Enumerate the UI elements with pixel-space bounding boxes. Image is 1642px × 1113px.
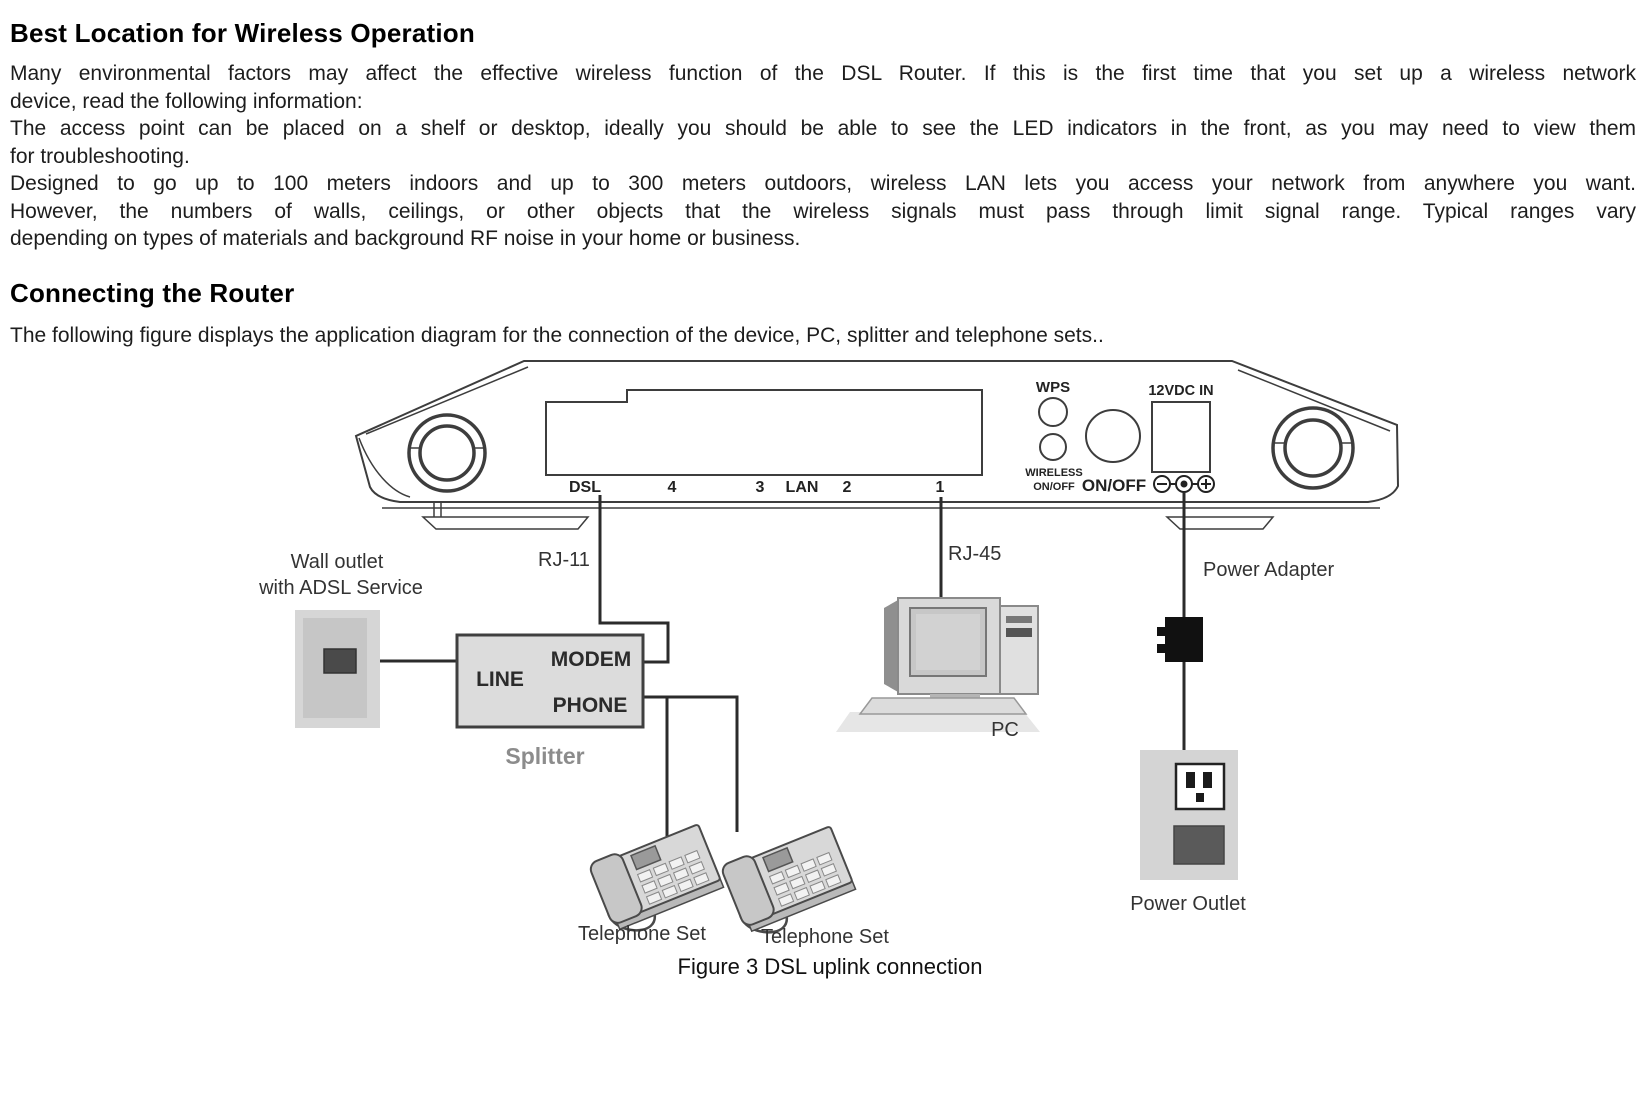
wireless-onoff-button: [1039, 433, 1067, 461]
router-top-right-edge: [1237, 369, 1391, 432]
splitter-line-port-label: LINE: [476, 668, 524, 691]
pc-illustration: [836, 597, 1040, 732]
port-label-2: 2: [843, 479, 852, 496]
power-outlet-label: Power Outlet: [1130, 893, 1246, 915]
router-right-foot: [1165, 516, 1275, 530]
power-outlet-illustration: [1140, 750, 1238, 880]
port-label-dsl: DSL: [569, 479, 601, 496]
paragraph-line: However, the numbers of walls, ceilings,…: [10, 199, 1636, 223]
paragraph-line: device, read the following information:: [10, 89, 363, 113]
phone-cable-right: [643, 695, 739, 832]
connection-diagram: DSL 4 3 LAN 2 1 WPS WIRELESS ON/OFF ON/O…: [258, 360, 1400, 979]
rj45-label: RJ-45: [948, 543, 1001, 565]
power-adapter-label: Power Adapter: [1203, 559, 1335, 581]
telephone-2-label: Telephone Set: [761, 926, 889, 948]
section-heading-connecting-router: Connecting the Router: [10, 278, 295, 308]
port-recess: [545, 389, 983, 476]
telephone-1-label: Telephone Set: [578, 923, 706, 945]
section-heading-best-location: Best Location for Wireless Operation: [10, 18, 475, 48]
wall-outlet: [295, 610, 380, 728]
port-label-lan: LAN: [786, 479, 819, 496]
port-label-1: 1: [936, 479, 945, 496]
power-jack: [1151, 401, 1211, 473]
wall-outlet-label-line2: with ADSL Service: [258, 577, 423, 599]
splitter-label: Splitter: [505, 743, 584, 769]
pc-label: PC: [991, 719, 1019, 741]
splitter-modem-port-label: MODEM: [551, 648, 632, 671]
dsl-to-modem-cable: [598, 495, 670, 664]
power-in-label: 12VDC IN: [1148, 383, 1213, 399]
router-top-left-edge: [365, 366, 529, 435]
power-switch: [1085, 409, 1141, 463]
splitter-box: LINE MODEM PHONE: [455, 633, 645, 729]
figure-caption: Figure 3 DSL uplink connection: [678, 954, 983, 979]
wireless-onoff-label-line1: WIRELESS: [1025, 467, 1082, 479]
splitter-phone-port-label: PHONE: [553, 694, 628, 717]
port-label-3: 3: [756, 479, 765, 496]
wps-button: [1038, 397, 1068, 427]
router-left-crease: [358, 437, 411, 498]
telephone-1-illustration: [589, 824, 725, 932]
paragraph-line: for troubleshooting.: [10, 144, 190, 168]
telephone-2-illustration: [721, 826, 857, 934]
port-label-4: 4: [668, 479, 677, 496]
right-antenna-ring: [1271, 406, 1355, 490]
router-left-foot: [421, 516, 590, 530]
paragraph-line: The access point can be placed on a shel…: [10, 117, 1636, 140]
left-antenna-ring: [407, 413, 487, 493]
polarity-icon: [1153, 475, 1215, 493]
router-illustration: DSL 4 3 LAN 2 1 WPS WIRELESS ON/OFF ON/O…: [354, 360, 1400, 530]
intro-paragraphs: Many environmental factors may affect th…: [10, 60, 1636, 253]
power-adapter-illustration: [1157, 617, 1203, 662]
onoff-label: ON/OFF: [1082, 476, 1146, 495]
paragraph-line: depending on types of materials and back…: [10, 227, 801, 250]
wps-label: WPS: [1036, 379, 1070, 396]
rj11-label: RJ-11: [538, 549, 590, 571]
wireless-onoff-label-line2: ON/OFF: [1033, 481, 1075, 493]
paragraph-line: The following figure displays the applic…: [10, 324, 1104, 347]
wall-outlet-label-line1: Wall outlet: [291, 551, 384, 573]
paragraph-line: Many environmental factors may affect th…: [10, 62, 1636, 85]
paragraph-line: Designed to go up to 100 meters indoors …: [10, 172, 1636, 195]
